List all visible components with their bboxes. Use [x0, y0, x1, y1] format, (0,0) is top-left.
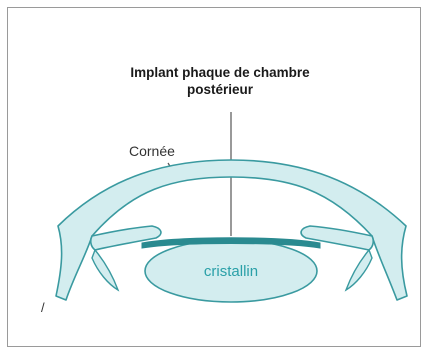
- lens-label: cristallin: [204, 263, 258, 280]
- ciliary-right: [346, 250, 372, 290]
- ciliary-left: [92, 250, 118, 290]
- stray-mark: /: [41, 300, 45, 315]
